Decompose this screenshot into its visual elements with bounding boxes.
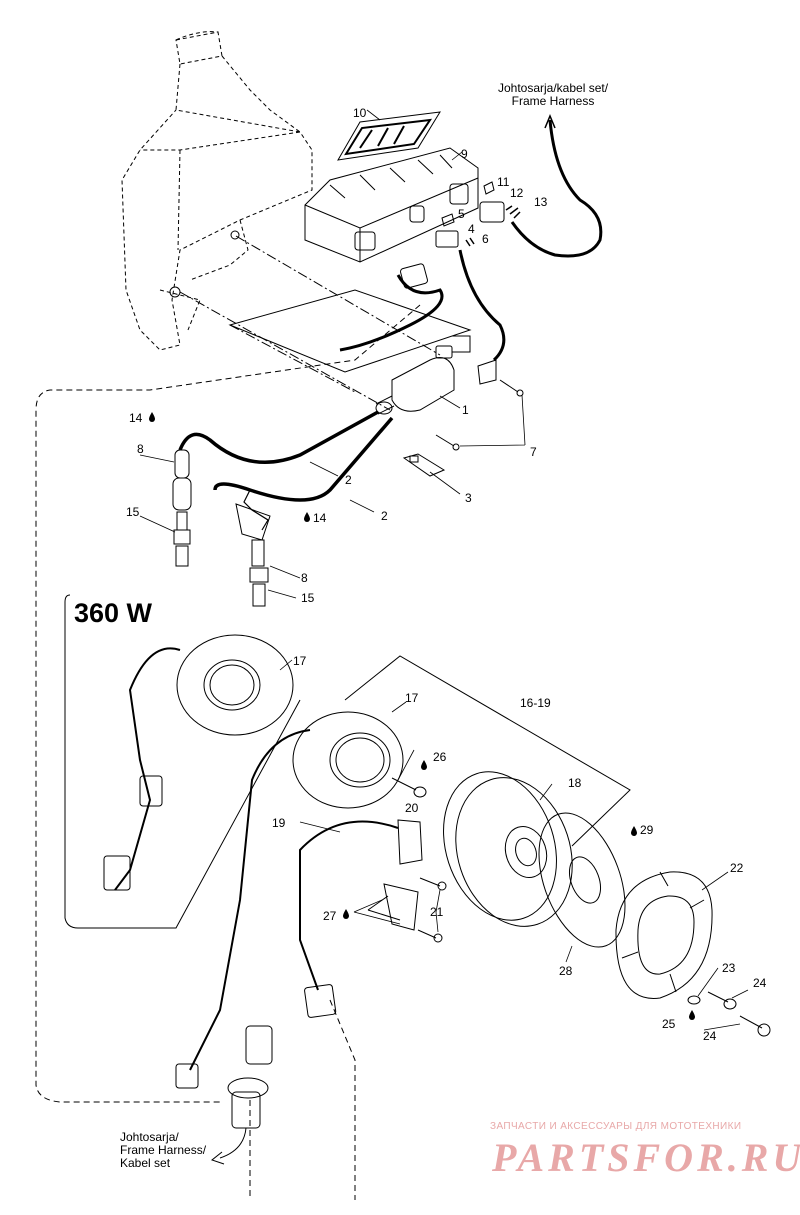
mount-guide-lines (179, 235, 441, 411)
callout-28: 28 (559, 964, 573, 978)
clutch-housing-part-22 (615, 871, 713, 999)
callout-21: 21 (430, 905, 444, 919)
pickup-sensor-upper (397, 819, 423, 865)
callout-22: 22 (730, 861, 744, 875)
callout-25: 25 (662, 1017, 676, 1031)
pickup-connector (304, 984, 337, 1018)
callout-5: 5 (458, 207, 465, 221)
coil-connector (399, 263, 429, 289)
harness-note-top: Johtosarja/kabel set/ Frame Harness (478, 82, 628, 108)
coil-signal-wire (458, 249, 506, 362)
callout-18: 18 (568, 776, 582, 790)
callout-4: 4 (468, 222, 475, 236)
flywheel-part-18 (443, 771, 573, 927)
harness-note-bottom-line1: Johtosarja/ (120, 1130, 179, 1144)
module-part-9 (304, 147, 479, 263)
coil-feed-wire (339, 274, 444, 352)
callout-10: 10 (353, 106, 367, 120)
harness-seal (227, 1077, 269, 1099)
callout-24a: 24 (753, 976, 767, 990)
lubricant-drops (149, 412, 695, 1020)
harness-note-top-line1: Johtosarja/kabel set/ (497, 81, 609, 95)
harness-note-bottom-line3: Kabel set (120, 1156, 171, 1170)
stator-17-connector (139, 775, 163, 807)
pickup-sensor-lower (383, 883, 419, 931)
callout-20: 20 (405, 801, 419, 815)
callout-29: 29 (640, 823, 654, 837)
callout-11: 11 (497, 175, 510, 189)
leader-lines (139, 109, 749, 1031)
callout-15b: 15 (301, 591, 315, 605)
stator-17-360w (176, 634, 294, 736)
callout-12: 12 (510, 186, 524, 200)
stator-17-wire (114, 647, 181, 891)
oil-tank (121, 31, 313, 351)
clip-part-3 (402, 453, 446, 477)
callout-14b: 14 (313, 511, 327, 525)
stator-360w-box (64, 594, 301, 929)
callout-7: 7 (530, 445, 537, 459)
harness-note-top-line2: Frame Harness (511, 94, 595, 108)
washer-part-23 (687, 995, 701, 1005)
callout-17b: 17 (405, 691, 419, 705)
kit-16-19-bracket (344, 655, 631, 847)
callout-1: 1 (462, 403, 469, 417)
tank-grommet (230, 230, 240, 240)
callout-8a: 8 (137, 442, 144, 456)
tank-grommet-lower (169, 286, 181, 298)
washer-plate-part-28 (538, 812, 626, 948)
callout-24b: 24 (703, 1029, 717, 1043)
coil-mount-plane (228, 289, 472, 373)
harness-note-bottom: Johtosarja/ Frame Harness/ Kabel set (120, 1131, 206, 1170)
bolt-part-24-lower (739, 1015, 771, 1037)
stator-17-lead (189, 729, 311, 1071)
stator-connector (175, 1063, 199, 1089)
connector-cluster (435, 181, 521, 248)
ignition-coil-part-1 (375, 335, 497, 415)
screw-part-20 (391, 777, 427, 798)
harness-note-bottom-line2: Frame Harness/ (120, 1143, 207, 1157)
callout-3: 3 (465, 491, 472, 505)
callout-2a: 2 (345, 473, 352, 487)
watermark-logo: PARTSFOR.RU (492, 1135, 800, 1180)
stator-grommet (245, 1025, 273, 1065)
watermark-tagline: ЗАПЧАСТИ И АКСЕССУАРЫ ДЛЯ МОТОТЕХНИКИ (490, 1121, 742, 1132)
callout-17a: 17 (293, 654, 307, 668)
callout-8b: 8 (301, 571, 308, 585)
pickup-wire (299, 820, 399, 991)
callout-27: 27 (323, 909, 337, 923)
spark-plug-left (172, 449, 192, 567)
callout-13: 13 (534, 195, 548, 209)
callout-6: 6 (482, 232, 489, 246)
spark-plug-center (235, 503, 271, 607)
decal-part-10 (337, 111, 441, 161)
bolt-part-24-upper (707, 991, 737, 1010)
ht-lead-upper (178, 410, 379, 465)
harness-route-boundary (35, 304, 421, 1103)
callout-16-19: 16-19 (520, 696, 551, 710)
callout-19: 19 (272, 816, 286, 830)
stator-17-plug (103, 855, 131, 891)
callout-2b: 2 (381, 509, 388, 523)
harness-wire-top (510, 119, 603, 258)
stator-17 (292, 711, 404, 809)
callout-9: 9 (461, 147, 468, 161)
callout-15a: 15 (126, 505, 140, 519)
callout-14a: 14 (129, 411, 143, 425)
callout-23: 23 (722, 961, 736, 975)
ht-lead-lower (213, 416, 394, 502)
stator-rating-label: 360 W (74, 598, 153, 628)
callout-26: 26 (433, 750, 447, 764)
harness-arrow-top (544, 114, 556, 129)
screws-part-7 (435, 379, 524, 451)
